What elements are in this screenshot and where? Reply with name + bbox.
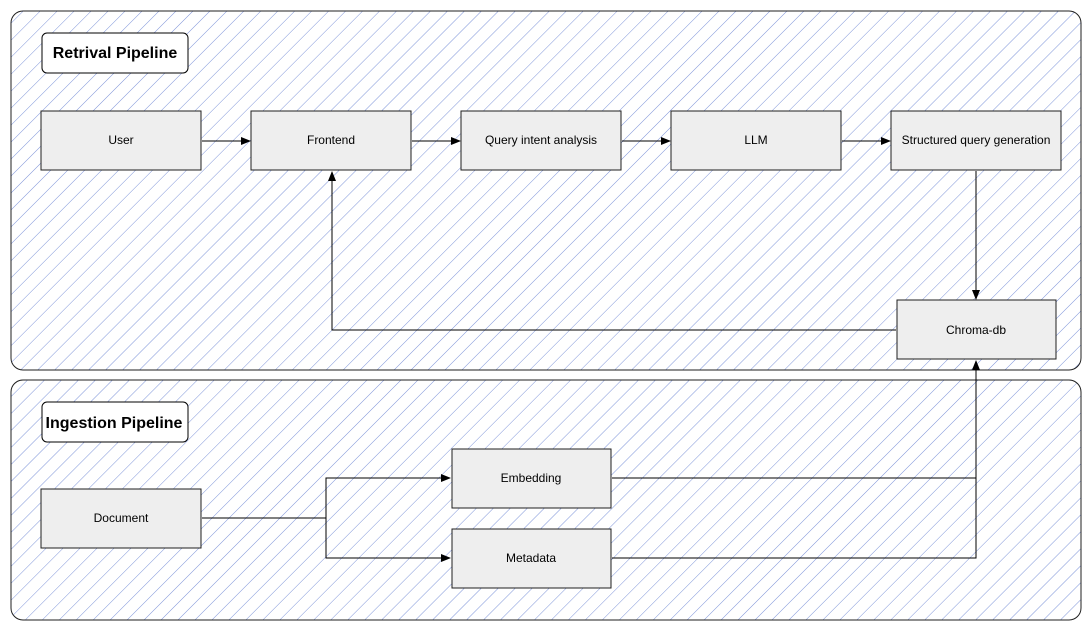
node-user[interactable]: User [40,110,202,171]
node-frontend[interactable]: Frontend [250,110,412,171]
edge-document-embedding [202,474,451,519]
node-llm-label: LLM [744,133,767,147]
node-query-intent-analysis[interactable]: Query intent analysis [460,110,622,171]
node-frontend-label: Frontend [307,133,355,147]
node-query-intent-analysis-label: Query intent analysis [485,133,597,147]
node-metadata-label: Metadata [506,551,556,565]
node-document-label: Document [94,511,149,525]
retrieval-pipeline-title: Retrival Pipeline [41,32,189,74]
ingestion-pipeline-title: Ingestion Pipeline [41,401,189,443]
retrieval-pipeline-container [10,10,1082,371]
node-embedding-label: Embedding [501,471,562,485]
node-metadata[interactable]: Metadata [451,528,612,589]
edge-metadata-chroma [612,478,977,559]
edge-document-metadata [325,518,451,562]
node-document[interactable]: Document [40,488,202,549]
connectors [202,137,980,562]
ingestion-pipeline-title-text: Ingestion Pipeline [46,415,183,432]
edge-chroma-frontend [328,171,896,331]
node-user-label: User [108,133,133,147]
node-structured-query-generation-label: Structured query generation [902,133,1051,147]
retrieval-pipeline-title-text: Retrival Pipeline [53,45,178,62]
node-llm[interactable]: LLM [670,110,842,171]
node-chroma-db[interactable]: Chroma-db [896,299,1057,360]
node-chroma-db-label: Chroma-db [946,323,1006,337]
node-structured-query-generation[interactable]: Structured query generation [890,110,1062,171]
node-embedding[interactable]: Embedding [451,448,612,509]
